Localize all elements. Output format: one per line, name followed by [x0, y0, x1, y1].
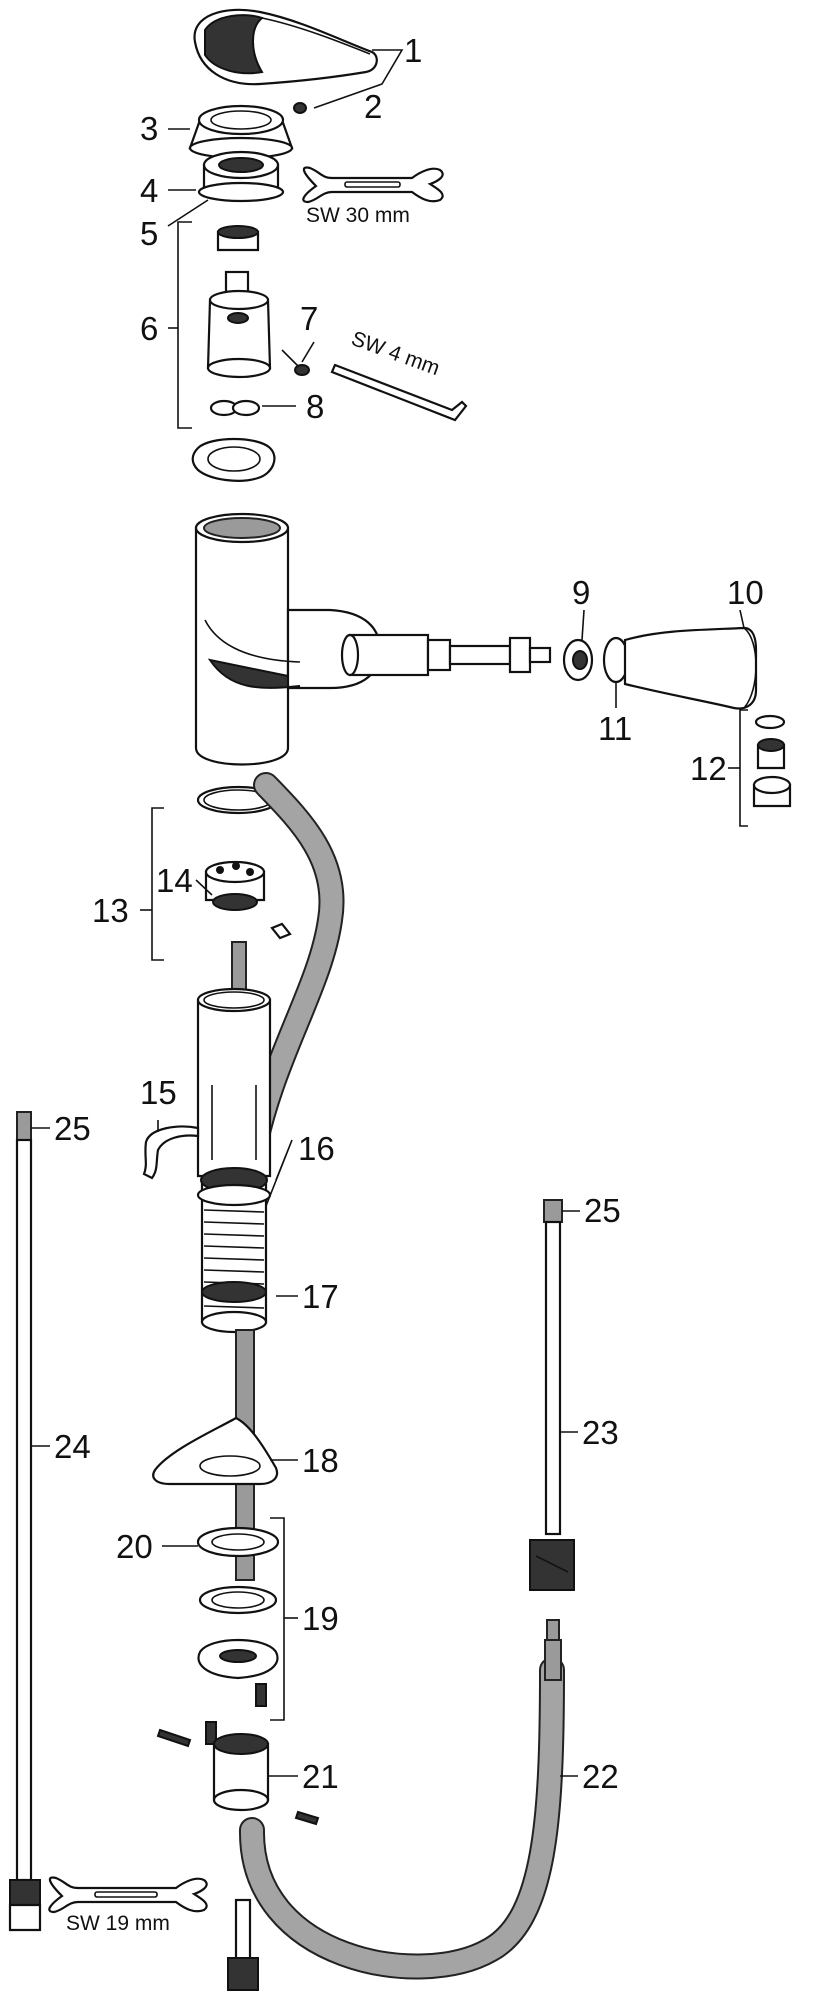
callout-9: 9 [572, 574, 590, 611]
callout-6: 6 [140, 310, 158, 347]
mixer-body [194, 512, 382, 766]
callout-22: 22 [582, 1758, 619, 1795]
bracket [152, 1416, 279, 1486]
callout-labels: 1 2 3 4 5 6 7 8 9 10 11 12 13 14 15 16 1… [54, 32, 764, 1795]
pull-out-hose-connector [340, 633, 552, 677]
cartridge [206, 225, 272, 379]
supply-hose-right [529, 1199, 575, 1591]
callout-20: 20 [116, 1528, 153, 1565]
callout-18: 18 [302, 1442, 339, 1479]
callout-8: 8 [306, 388, 324, 425]
diverter [204, 860, 292, 940]
callout-7: 7 [300, 300, 318, 337]
wrench-30-label: SW 30 mm [306, 204, 410, 227]
hex-key-4-label: SW 4 mm [348, 327, 442, 380]
nut [197, 150, 285, 203]
screw-plug [293, 102, 307, 114]
wrench-19 [48, 1876, 208, 1914]
supply-hose-bottom-fitting [227, 1898, 259, 1991]
callout-15: 15 [140, 1074, 177, 1111]
clip [142, 1125, 200, 1180]
callout-4: 4 [140, 172, 158, 209]
connection-hose [238, 1619, 565, 1980]
screws [156, 1683, 267, 1748]
supply-hose-left [8, 1111, 42, 1932]
callout-1: 1 [404, 32, 422, 69]
callout-25-left: 25 [54, 1110, 91, 1147]
cover-cap [188, 104, 294, 160]
wrench-30 [302, 166, 444, 204]
callout-25-right: 25 [584, 1192, 621, 1229]
o-rings [209, 399, 261, 417]
fixing-washer [198, 1585, 278, 1615]
internal-hose [239, 772, 345, 1173]
leader-lines [31, 49, 748, 1777]
thread-section [196, 1167, 272, 1334]
lever-handle [193, 8, 378, 86]
callout-3: 3 [140, 110, 158, 147]
gasket [191, 437, 276, 482]
callout-17: 17 [302, 1278, 339, 1315]
callout-11: 11 [598, 710, 632, 747]
callout-19: 19 [302, 1600, 339, 1637]
fixing-nut [212, 1733, 320, 1826]
callout-24: 24 [54, 1428, 91, 1465]
callout-2: 2 [364, 88, 382, 125]
callout-5: 5 [140, 215, 158, 252]
aerator-set [752, 714, 792, 808]
callout-23: 23 [582, 1414, 619, 1451]
callout-10: 10 [727, 574, 764, 611]
shank [196, 941, 272, 1178]
callout-14: 14 [156, 862, 193, 899]
washer [196, 1526, 280, 1558]
callout-21: 21 [302, 1758, 339, 1795]
fixing-screw [281, 349, 310, 376]
callout-12: 12 [690, 750, 727, 787]
fixing-plate [197, 1638, 279, 1680]
callout-13: 13 [92, 892, 129, 929]
hand-spray [602, 626, 758, 710]
callout-16: 16 [298, 1130, 335, 1167]
hex-key-4 [330, 363, 468, 422]
check-valve [562, 638, 594, 682]
wrench-19-label: SW 19 mm [66, 1912, 170, 1935]
